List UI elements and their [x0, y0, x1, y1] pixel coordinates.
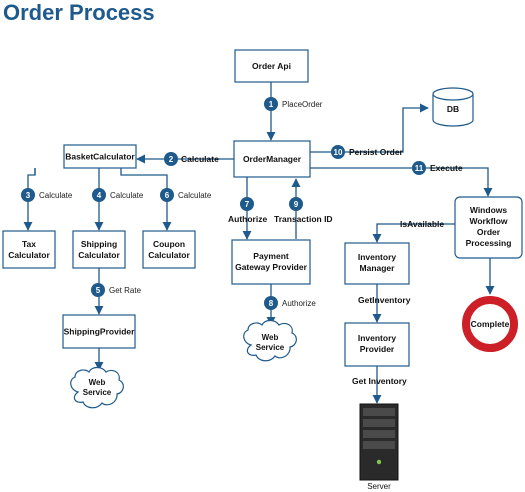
node-shipping-provider: ShippingProvider: [62, 314, 136, 349]
node-inventory-manager-label-2: Manager: [360, 263, 396, 273]
step-badge-1: 1: [264, 97, 278, 111]
node-shipping-calculator-label-1: Shipping: [81, 239, 117, 249]
cloud-web-service-shipping-label-2: Service: [83, 388, 112, 397]
step-badge-4: 4: [92, 188, 106, 202]
step-label-5: Get Rate: [109, 286, 142, 295]
step-badge-3: 3: [21, 188, 35, 202]
step-label-1: PlaceOrder: [282, 100, 323, 109]
node-tax-calculator-label-1: Tax: [22, 239, 36, 249]
node-inventory-manager-label-1: Inventory: [358, 252, 397, 262]
edge-label-get-inventory-2: Get Inventory: [352, 376, 407, 386]
step-badge-9: 9: [289, 197, 303, 211]
step-badge-7-num: 7: [245, 200, 250, 209]
node-payment-gateway: Payment Gateway Provider: [231, 239, 311, 285]
step-badge-11: 11: [412, 161, 426, 175]
node-order-api-label: Order Api: [252, 61, 291, 71]
step-label-8: Authorize: [282, 299, 316, 308]
step-label-9: Transaction ID: [274, 214, 333, 224]
node-workflow-label-4: Processing: [466, 238, 512, 248]
node-complete: Complete: [462, 296, 518, 352]
edge-execute: [310, 167, 493, 197]
node-tax-calculator: Tax Calculator: [2, 230, 56, 269]
step-label-2: Calculate: [181, 154, 219, 164]
step-badge-6-num: 6: [165, 191, 170, 200]
node-order-api: Order Api: [234, 49, 309, 83]
edge-persist-order: [310, 103, 429, 153]
step-badge-1-num: 1: [269, 100, 274, 109]
step-badge-4-num: 4: [97, 191, 102, 200]
node-basket-calculator: BasketCalculator: [63, 144, 137, 169]
step-label-6: Calculate: [178, 191, 212, 200]
node-inventory-manager: Inventory Manager: [344, 242, 410, 285]
edge-is-available: [372, 223, 455, 243]
node-inventory-provider-label-2: Provider: [360, 344, 395, 354]
step-badge-10-num: 10: [334, 148, 343, 157]
server-label: Server: [367, 482, 391, 491]
node-coupon-calculator-label-2: Calculator: [148, 250, 190, 260]
step-label-3: Calculate: [39, 191, 73, 200]
node-coupon-calculator-label-1: Coupon: [153, 239, 185, 249]
step-label-10: Persist Order: [349, 147, 404, 157]
node-db-label: DB: [447, 104, 459, 114]
step-badge-5-num: 5: [96, 286, 101, 295]
server-icon: [359, 403, 399, 481]
step-badge-9-num: 9: [294, 200, 299, 209]
step-label-7: Authorize: [228, 214, 267, 224]
cloud-web-service-shipping: Web Service: [70, 366, 124, 409]
node-payment-gateway-label-2: Gateway Provider: [235, 262, 308, 272]
node-workflow-label-3: Order: [477, 227, 501, 237]
step-badge-8: 8: [264, 296, 278, 310]
node-inventory-provider: Inventory Provider: [344, 322, 410, 367]
step-badge-6: 6: [160, 188, 174, 202]
cloud-web-service-shipping-label-1: Web: [89, 378, 106, 387]
step-badge-11-num: 11: [415, 164, 424, 173]
node-basket-calculator-label: BasketCalculator: [65, 152, 135, 162]
step-badge-10: 10: [331, 145, 345, 159]
node-workflow-label-1: Windows: [470, 205, 507, 215]
cloud-web-service-payment-label-2: Service: [256, 343, 285, 352]
node-payment-gateway-label-1: Payment: [253, 251, 289, 261]
node-workflow: Windows Workflow Order Processing: [454, 196, 523, 259]
edge-label-get-inventory-1: GetInventory: [358, 295, 411, 305]
node-inventory-provider-label-1: Inventory: [358, 333, 397, 343]
node-tax-calculator-label-2: Calculator: [8, 250, 50, 260]
node-shipping-calculator-label-2: Calculator: [78, 250, 120, 260]
node-order-manager-label: OrderManager: [243, 154, 302, 164]
step-badge-5: 5: [91, 283, 105, 297]
step-badge-3-num: 3: [26, 191, 31, 200]
step-badge-7: 7: [240, 197, 254, 211]
node-complete-label: Complete: [471, 319, 510, 329]
edge-label-is-available: IsAvailable: [400, 219, 444, 229]
step-label-11: Execute: [430, 163, 463, 173]
edge-calculate-coupon: [120, 168, 172, 231]
node-workflow-label-2: Workflow: [469, 216, 507, 226]
step-label-4: Calculate: [110, 191, 144, 200]
step-badge-2: 2: [164, 152, 178, 166]
step-badge-2-num: 2: [169, 155, 174, 164]
cloud-web-service-payment: Web Service: [243, 319, 297, 362]
node-coupon-calculator: Coupon Calculator: [142, 230, 196, 269]
cloud-web-service-payment-label-1: Web: [262, 333, 279, 342]
step-badge-8-num: 8: [269, 299, 274, 308]
node-shipping-provider-label: ShippingProvider: [64, 327, 136, 337]
node-order-manager: OrderManager: [233, 140, 311, 178]
node-shipping-calculator: Shipping Calculator: [72, 230, 126, 269]
node-db: DB: [432, 87, 474, 127]
diagram-title: Order Process: [3, 0, 155, 25]
